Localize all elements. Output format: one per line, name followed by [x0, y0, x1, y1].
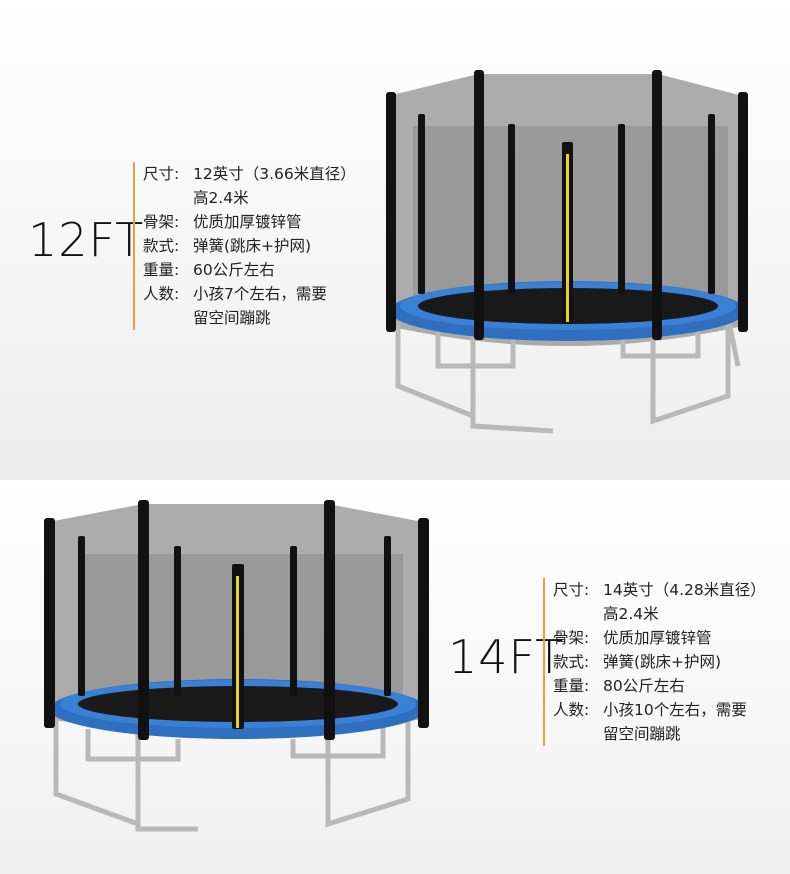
spec-row-style: 款式:弹簧(跳床+护网)	[553, 653, 722, 671]
spec-row-weight: 重量:80公斤左右	[553, 677, 685, 695]
size-label: 12FT	[28, 213, 145, 267]
spec-row-style: 款式:弹簧(跳床+护网)	[143, 237, 312, 255]
spec-list: 尺寸:12英寸（3.66米直径） 高2.4米 骨架:优质加厚镀锌管 款式:弹簧(…	[133, 162, 356, 330]
spec-row-frame: 骨架:优质加厚镀锌管	[553, 629, 712, 647]
trampoline-14ft-image	[44, 500, 429, 832]
spec-row-size: 尺寸:14英寸（4.28米直径） 高2.4米	[553, 581, 766, 623]
spec-list: 尺寸:14英寸（4.28米直径） 高2.4米 骨架:优质加厚镀锌管 款式:弹簧(…	[543, 578, 766, 746]
spec-row-capacity: 人数:小孩7个左右，需要 留空间蹦跳	[143, 285, 327, 327]
product-panel-12ft: 12FT 尺寸:12英寸（3.66米直径） 高2.4米 骨架:优质加厚镀锌管 款…	[0, 0, 790, 480]
spec-row-weight: 重量:60公斤左右	[143, 261, 275, 279]
product-panel-14ft: 14FT 尺寸:14英寸（4.28米直径） 高2.4米 骨架:优质加厚镀锌管 款…	[0, 480, 790, 874]
trampoline-12ft-image	[386, 70, 748, 434]
spec-row-capacity: 人数:小孩10个左右，需要 留空间蹦跳	[553, 701, 747, 743]
spec-row-frame: 骨架:优质加厚镀锌管	[143, 213, 302, 231]
spec-row-size: 尺寸:12英寸（3.66米直径） 高2.4米	[143, 165, 356, 207]
